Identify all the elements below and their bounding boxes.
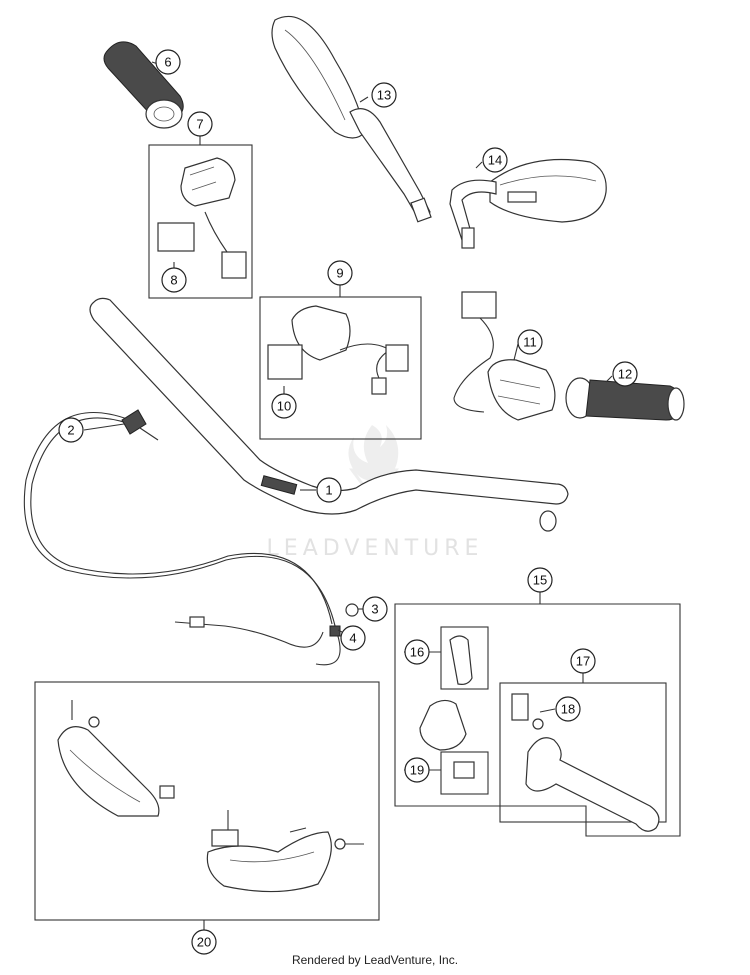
grip-left (103, 41, 184, 129)
callout-18: 18 (555, 696, 581, 722)
svg-text:19: 19 (410, 763, 424, 778)
svg-text:13: 13 (377, 88, 391, 103)
svg-text:9: 9 (336, 266, 343, 281)
svg-text:11: 11 (523, 335, 537, 350)
handguard-box (34, 681, 380, 921)
callout-9: 9 (327, 260, 353, 286)
svg-text:16: 16 (410, 645, 424, 660)
callout-11: 11 (517, 329, 543, 355)
switch-right-box (259, 296, 422, 440)
svg-text:1: 1 (325, 483, 332, 498)
callout-2: 2 (58, 417, 84, 443)
svg-text:10: 10 (277, 399, 291, 414)
callout-4: 4 (340, 625, 366, 651)
callout-1: 1 (316, 477, 342, 503)
callout-19: 19 (404, 757, 430, 783)
svg-text:15: 15 (533, 573, 547, 588)
callout-8: 8 (161, 267, 187, 293)
svg-text:4: 4 (349, 631, 356, 646)
svg-text:18: 18 (561, 702, 575, 717)
svg-text:3: 3 (371, 602, 378, 617)
svg-text:14: 14 (488, 153, 502, 168)
callout-3: 3 (362, 596, 388, 622)
callout-6: 6 (155, 49, 181, 75)
watermark-text: LEADVENTURE (267, 536, 484, 561)
callout-7: 7 (187, 111, 213, 137)
callout-15: 15 (527, 567, 553, 593)
callout-12: 12 (612, 361, 638, 387)
mirror-left (271, 15, 432, 223)
watermark: LEADVENTURE (267, 425, 484, 561)
callout-20: 20 (191, 929, 217, 955)
callout-10: 10 (271, 393, 297, 419)
svg-text:17: 17 (576, 654, 590, 669)
svg-text:12: 12 (618, 367, 632, 382)
svg-text:6: 6 (164, 55, 171, 70)
svg-text:20: 20 (197, 935, 211, 950)
callout-16: 16 (404, 639, 430, 665)
switch-left-box (148, 144, 253, 299)
grip-right (565, 377, 685, 421)
lever-assembly-box (394, 603, 681, 837)
clutch-cable-small (174, 603, 359, 648)
svg-text:7: 7 (196, 117, 203, 132)
footer-credit: Rendered by LeadVenture, Inc. (291, 953, 459, 967)
callout-17: 17 (570, 648, 596, 674)
callout-14: 14 (482, 147, 508, 173)
mirror-right (449, 158, 607, 249)
switch-right-loose (453, 291, 556, 421)
svg-text:8: 8 (170, 273, 177, 288)
callout-13: 13 (371, 82, 397, 108)
svg-text:2: 2 (67, 423, 74, 438)
handlebar (89, 297, 569, 532)
